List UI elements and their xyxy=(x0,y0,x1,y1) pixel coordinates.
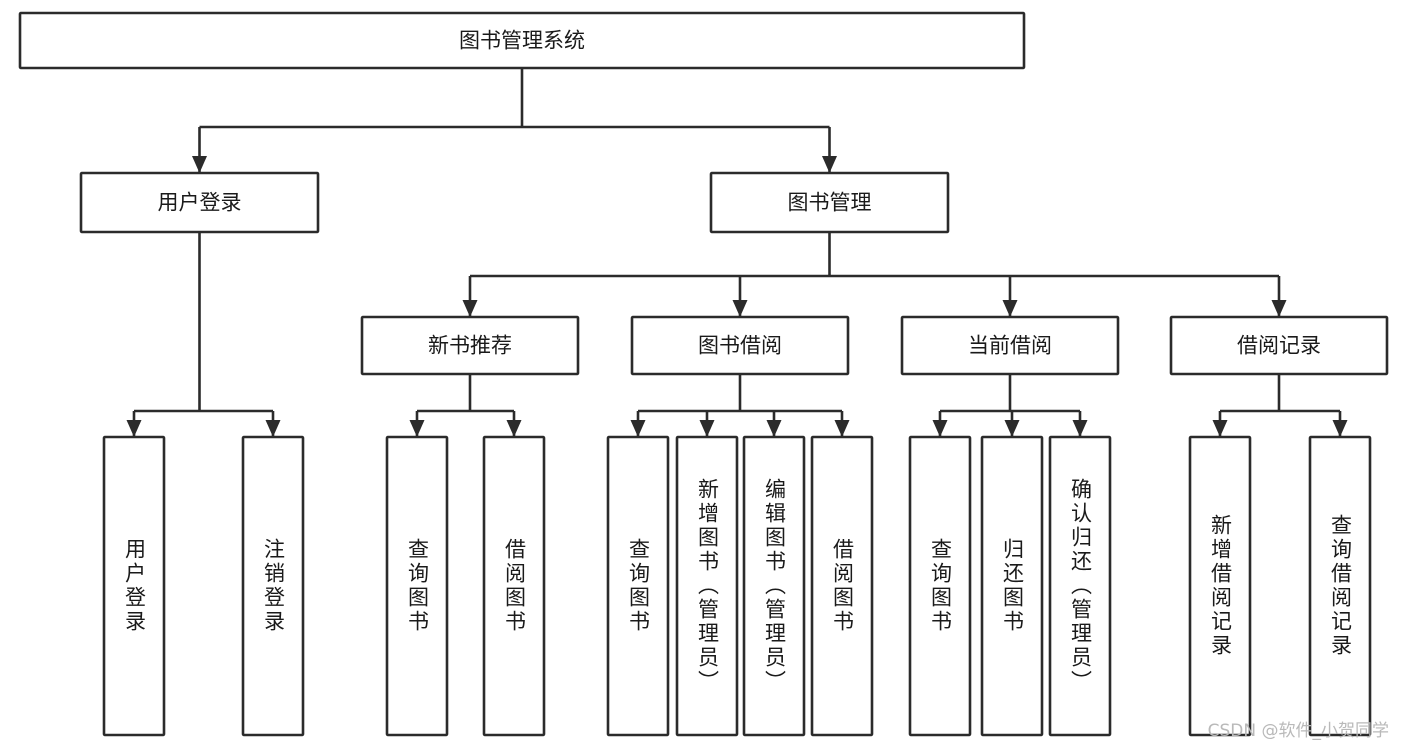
node-leaf-recommend-borrow-book-box[interactable] xyxy=(482,435,546,737)
borrowrecord-arrow-1 xyxy=(1332,420,1348,437)
node-leaf-current-confirm-return-box[interactable] xyxy=(1048,435,1112,737)
node-leaf-current-return-book-box[interactable] xyxy=(980,435,1044,737)
bookmgmt-arrow-2 xyxy=(1002,300,1018,317)
root-arrow-0 xyxy=(192,156,207,173)
bookmgmt-arrow-1 xyxy=(732,300,748,317)
node-current-borrow-label: 当前借阅 xyxy=(968,334,1052,358)
nodes-layer xyxy=(18,11,1389,737)
currentborrow-arrow-2 xyxy=(1072,420,1088,437)
node-leaf-borrow-edit-book-box[interactable] xyxy=(742,435,806,737)
node-new-book-recommend-box[interactable] xyxy=(360,315,580,376)
bookborrow-arrow-1 xyxy=(699,420,715,437)
node-leaf-borrow-add-book-box[interactable] xyxy=(675,435,739,737)
node-leaf-current-query-book-box[interactable] xyxy=(908,435,972,737)
node-leaf-borrow-query-book-box[interactable] xyxy=(606,435,670,737)
node-root-label: 图书管理系统 xyxy=(459,29,585,53)
currentborrow-arrow-0 xyxy=(932,420,948,437)
borrowrecord-arrow-0 xyxy=(1212,420,1228,437)
node-leaf-record-add-box[interactable] xyxy=(1188,435,1252,737)
node-book-management-label: 图书管理 xyxy=(788,191,872,215)
node-borrow-record-label: 借阅记录 xyxy=(1237,334,1321,358)
userlogin-arrow-1 xyxy=(265,420,281,437)
node-leaf-recommend-query-book-box[interactable] xyxy=(385,435,449,737)
root-arrow-1 xyxy=(822,156,837,173)
node-leaf-record-query-box[interactable] xyxy=(1308,435,1372,737)
node-current-borrow-box[interactable] xyxy=(900,315,1120,376)
node-user-login-box[interactable] xyxy=(79,171,320,234)
node-book-borrow-label: 图书借阅 xyxy=(698,334,782,358)
node-book-borrow-box[interactable] xyxy=(630,315,850,376)
connectors-layer xyxy=(126,68,1348,437)
node-book-management-box[interactable] xyxy=(709,171,950,234)
bookborrow-arrow-3 xyxy=(834,420,850,437)
currentborrow-arrow-1 xyxy=(1004,420,1020,437)
node-leaf-borrow-borrow-book-box[interactable] xyxy=(810,435,874,737)
node-borrow-record-box[interactable] xyxy=(1169,315,1389,376)
recommend-arrow-1 xyxy=(506,420,522,437)
userlogin-arrow-0 xyxy=(126,420,142,437)
node-new-book-recommend-label: 新书推荐 xyxy=(428,334,512,358)
node-root-box[interactable] xyxy=(18,11,1026,70)
node-leaf-user-login-box[interactable] xyxy=(102,435,166,737)
bookborrow-arrow-0 xyxy=(630,420,646,437)
bookmgmt-arrow-0 xyxy=(462,300,478,317)
node-user-login-label: 用户登录 xyxy=(158,191,242,215)
recommend-arrow-0 xyxy=(409,420,425,437)
bookmgmt-arrow-3 xyxy=(1271,300,1287,317)
node-leaf-user-logout-box[interactable] xyxy=(241,435,305,737)
bookborrow-arrow-2 xyxy=(766,420,782,437)
